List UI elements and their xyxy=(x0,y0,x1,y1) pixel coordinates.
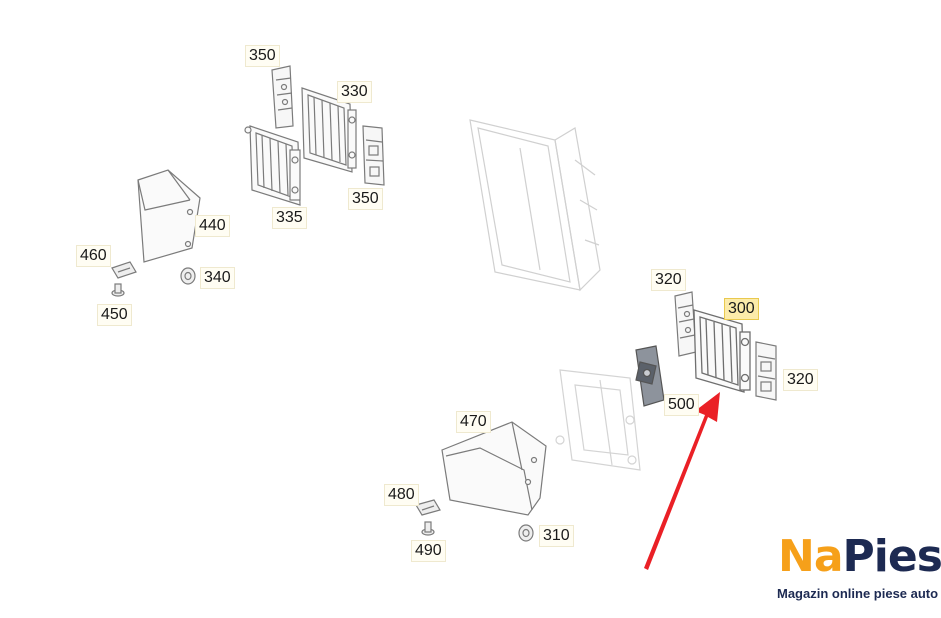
part-310-grommet xyxy=(518,524,534,542)
part-450-screw xyxy=(111,283,125,297)
label-350-top: 350 xyxy=(245,45,280,67)
part-320-tank-right xyxy=(755,341,777,401)
label-340: 340 xyxy=(200,267,235,289)
label-320-right: 320 xyxy=(783,369,818,391)
label-310: 310 xyxy=(539,525,574,547)
label-490: 490 xyxy=(411,540,446,562)
pointer-arrow xyxy=(644,392,720,570)
part-350-tank-top xyxy=(271,65,294,129)
label-320-top: 320 xyxy=(651,269,686,291)
label-350-right: 350 xyxy=(348,188,383,210)
logo-wordmark: NaPiesa xyxy=(778,528,941,586)
label-300: 300 xyxy=(724,298,759,320)
part-490-screw xyxy=(421,521,435,536)
label-460: 460 xyxy=(76,245,111,267)
label-440: 440 xyxy=(195,215,230,237)
part-340-grommet xyxy=(180,267,196,285)
background-module-outline xyxy=(555,369,641,471)
logo-na: Na xyxy=(778,531,844,582)
label-480: 480 xyxy=(384,484,419,506)
napiesa-logo: NaPiesa Magazin online piese auto xyxy=(776,528,941,618)
part-460-clip xyxy=(111,261,137,279)
part-320-tank-left xyxy=(674,291,697,357)
part-335-radiator xyxy=(244,125,301,206)
logo-piesa: Piesa xyxy=(842,531,941,582)
label-470: 470 xyxy=(456,411,491,433)
part-350-tank-right xyxy=(362,125,385,186)
part-500-bracket xyxy=(635,345,665,407)
label-450: 450 xyxy=(97,304,132,326)
part-300-radiator xyxy=(693,309,751,393)
label-500: 500 xyxy=(664,394,699,416)
label-335: 335 xyxy=(272,207,307,229)
label-330: 330 xyxy=(337,81,372,103)
main-radiator-outline xyxy=(469,119,601,292)
part-480-clip xyxy=(415,499,441,516)
part-330-radiator xyxy=(301,87,357,173)
part-470-deflector xyxy=(441,421,547,516)
part-440-deflector xyxy=(137,169,201,263)
logo-tagline: Magazin online piese auto xyxy=(777,586,939,601)
